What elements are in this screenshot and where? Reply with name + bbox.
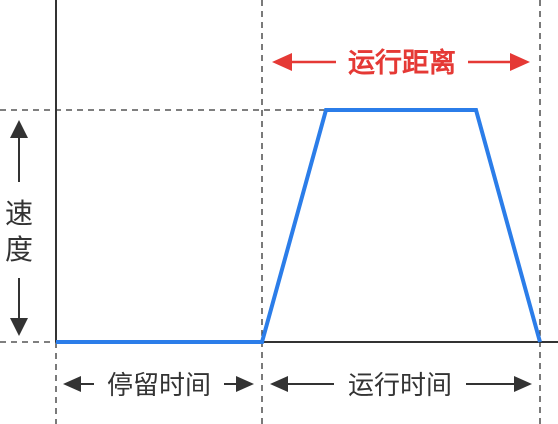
dwell-time-label: 停留时间 (107, 371, 211, 401)
speed-arrow-down-head (10, 318, 28, 336)
run-arrow-left-head (270, 376, 288, 392)
speed-arrow-up-head (10, 120, 28, 138)
speed-arrow (10, 120, 28, 336)
run-time-arrow (270, 376, 532, 392)
speed-label-char-2: 度 (5, 233, 33, 266)
speed-label-char-1: 速 (5, 197, 33, 230)
dwell-time-arrow (63, 376, 254, 392)
dwell-arrow-left-head (63, 376, 81, 392)
distance-arrow-left-head (272, 53, 292, 71)
dwell-arrow-right-head (236, 376, 254, 392)
distance-label: 运行距离 (348, 47, 456, 79)
run-time-label: 运行时间 (348, 371, 452, 401)
distance-arrow (272, 53, 530, 71)
speed-profile-line (56, 108, 542, 344)
run-arrow-right-head (514, 376, 532, 392)
distance-arrow-right-head (510, 53, 530, 71)
